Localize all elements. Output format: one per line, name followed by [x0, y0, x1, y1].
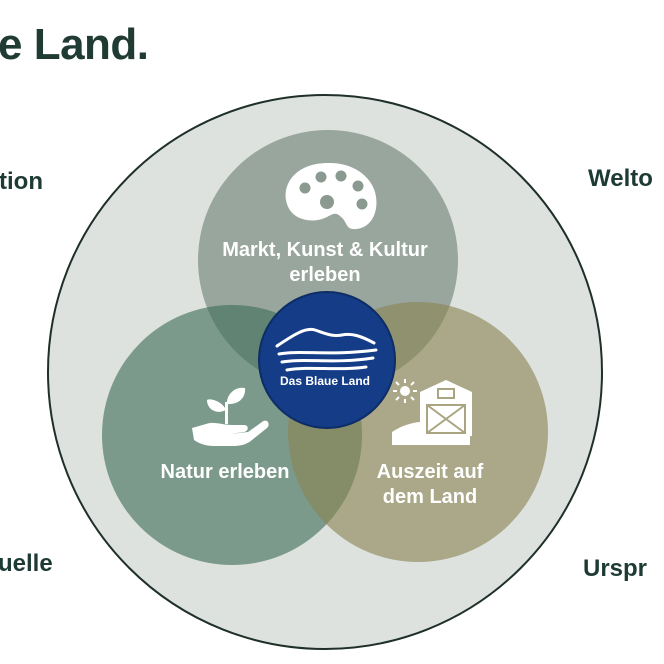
circle-left-line1: Natur erleben — [160, 461, 290, 483]
circle-top-line2: erleben — [289, 264, 361, 286]
mountain-lake-logo — [275, 327, 378, 372]
side-label-top-right: Welto — [588, 165, 653, 192]
circle-left-label: Natur erleben — [140, 460, 310, 485]
page-title: e Land. — [0, 20, 149, 69]
circle-right-label: Auszeit auf dem Land — [350, 460, 510, 510]
plant-in-hand-icon — [192, 387, 269, 446]
palette-icon — [285, 162, 377, 230]
center-logo — [258, 291, 396, 429]
circle-top-label: Markt, Kunst & Kultur erleben — [200, 238, 450, 288]
circle-top-line1: Markt, Kunst & Kultur — [222, 239, 428, 261]
side-label-bottom-right: Urspr — [583, 555, 648, 582]
logo-text: Das Blaue Land — [279, 374, 371, 388]
side-label-bottom-left: uelle — [0, 550, 53, 577]
farm-barn-icon — [392, 379, 472, 445]
side-label-top-left: tion — [0, 168, 43, 195]
circle-right-line1: Auszeit auf — [376, 461, 484, 483]
circle-right-line2: dem Land — [382, 486, 478, 508]
